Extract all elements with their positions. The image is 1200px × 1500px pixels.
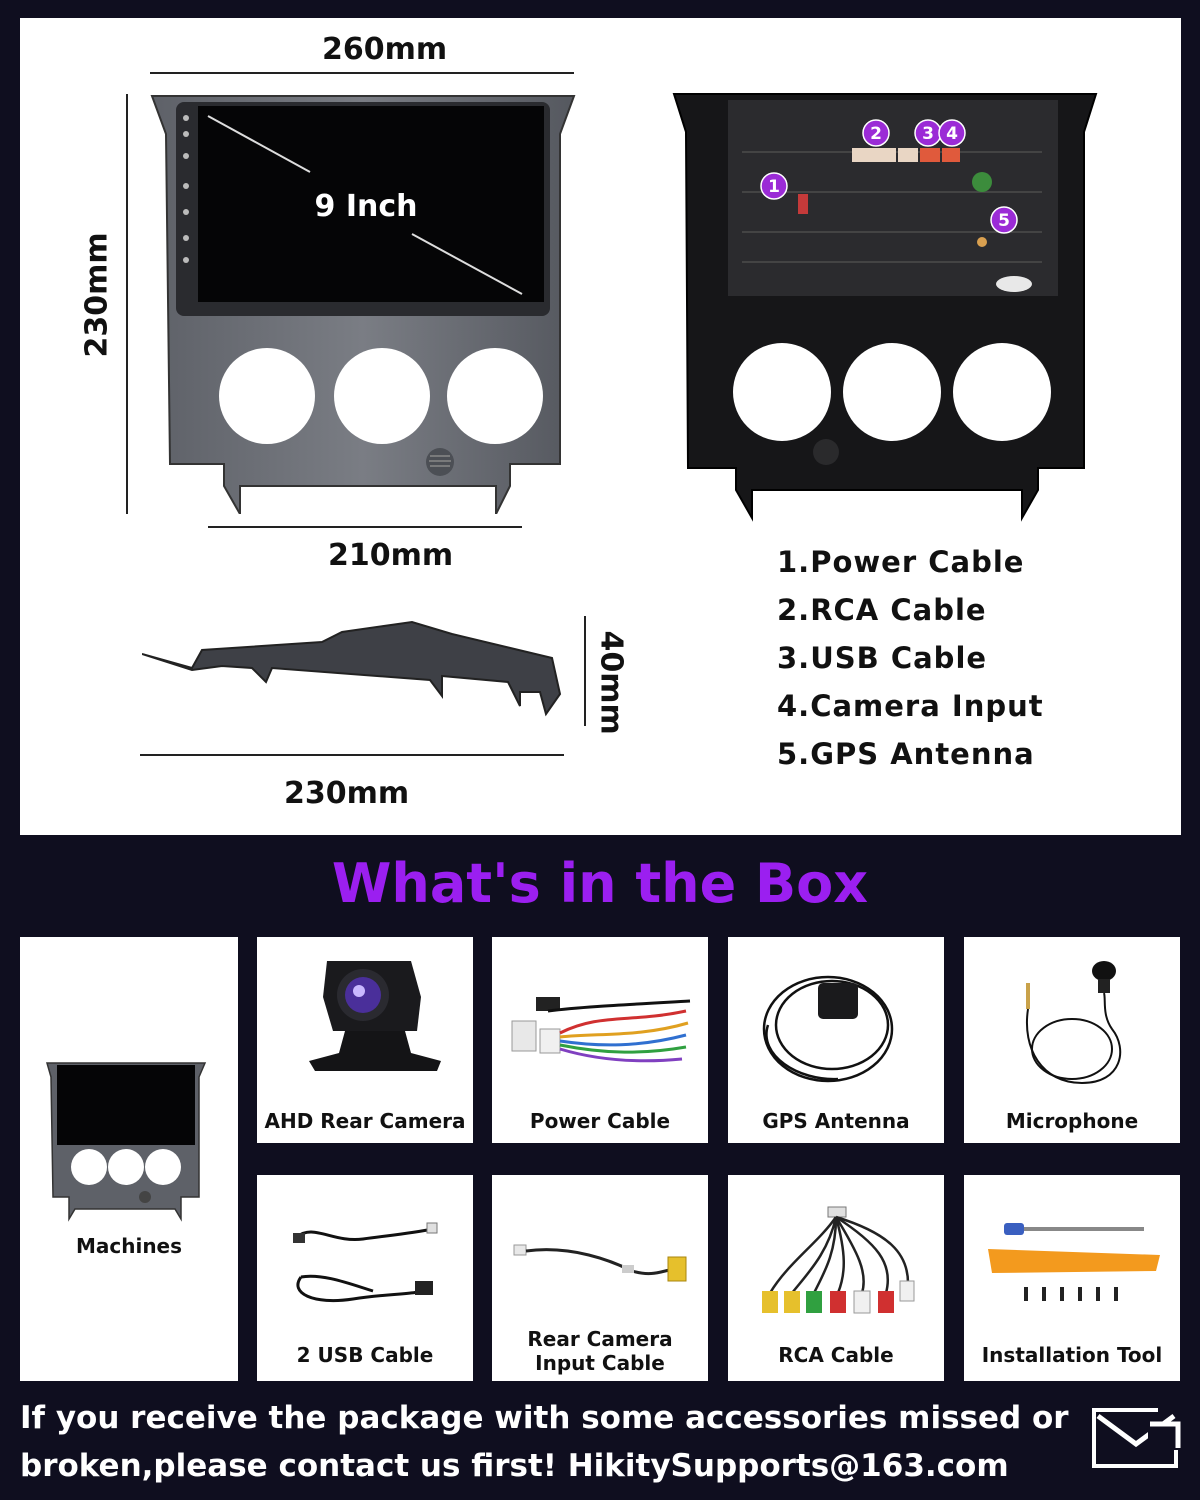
legend-item-power: 1.Power Cable <box>777 545 1025 579</box>
card-mic: Microphone <box>964 937 1180 1143</box>
dim-height: 230mm <box>79 232 115 358</box>
svg-text:3: 3 <box>922 124 934 144</box>
footer-line-2: broken,please contact us first! HikitySu… <box>20 1448 1009 1484</box>
dim-depth: 40mm <box>593 630 629 735</box>
card-usb: 2 USB Cable <box>257 1175 473 1381</box>
rear-camera-cable-image <box>513 1244 687 1282</box>
camera-image <box>309 961 441 1071</box>
dim-line-side <box>140 754 564 756</box>
card-camera: AHD Rear Camera <box>257 937 473 1143</box>
card-power: Power Cable <box>492 937 708 1143</box>
box-title: What's in the Box <box>331 852 869 915</box>
svg-text:5: 5 <box>998 211 1010 231</box>
card-label-usb: 2 USB Cable <box>296 1343 434 1367</box>
svg-text:1: 1 <box>768 177 780 197</box>
microphone-image <box>1026 961 1122 1085</box>
dim-side-width: 230mm <box>284 776 410 811</box>
installation-tool-image <box>988 1223 1160 1301</box>
card-rca: RCA Cable <box>728 1175 944 1381</box>
machine-image <box>46 1062 207 1222</box>
card-label-machines: Machines <box>75 1234 183 1258</box>
card-rear-cam-cable: Rear Camera Input Cable <box>492 1175 708 1381</box>
rca-cable-image <box>762 1206 915 1314</box>
front-unit-image: 9 Inch <box>150 95 576 514</box>
legend-item-rca: 2.RCA Cable <box>777 593 987 627</box>
back-unit-image <box>672 93 1098 522</box>
dim-line-top <box>150 72 574 74</box>
card-label-mic: Microphone <box>1005 1109 1139 1133</box>
marker-4 <box>938 119 966 147</box>
legend-item-camera: 4.Camera Input <box>777 689 1044 723</box>
card-label-camera: AHD Rear Camera <box>264 1109 466 1133</box>
footer-notice: If you receive the package with some acc… <box>20 1394 1100 1490</box>
dim-line-bottom <box>208 526 522 528</box>
marker-1 <box>760 172 788 200</box>
card-machines: Machines <box>20 937 238 1381</box>
usb-cable-image <box>293 1222 438 1303</box>
dim-top-width: 260mm <box>322 32 448 67</box>
gps-antenna-image <box>762 975 894 1083</box>
dim-line-depth <box>584 616 586 726</box>
footer-line-1: If you receive the package with some acc… <box>20 1400 1069 1436</box>
legend-item-gps: 5.GPS Antenna <box>777 737 1035 771</box>
dim-line-left <box>126 94 128 514</box>
card-label-rear-cam-2: Input Cable <box>535 1351 665 1375</box>
dimensions-panel: 260mm 230mm 9 Inch 210mm <box>20 18 1181 835</box>
card-label-gps: GPS Antenna <box>762 1109 910 1133</box>
card-gps: GPS Antenna <box>728 937 944 1143</box>
marker-5 <box>990 206 1018 234</box>
svg-text:2: 2 <box>870 124 882 144</box>
screen-size-label: 9 Inch <box>315 189 418 224</box>
power-cable-image <box>511 997 691 1063</box>
connector-legend: 1.Power Cable 2.RCA Cable 3.USB Cable 4.… <box>777 538 1044 778</box>
svg-text:4: 4 <box>946 124 958 144</box>
side-view-image <box>142 620 562 717</box>
dim-bottom-width: 210mm <box>328 538 454 573</box>
card-label-rear-cam-1: Rear Camera <box>527 1327 673 1351</box>
legend-item-usb: 3.USB Cable <box>777 641 988 675</box>
card-label-tool: Installation Tool <box>981 1343 1163 1367</box>
card-tool: Installation Tool <box>964 1175 1180 1381</box>
marker-2 <box>862 119 890 147</box>
card-label-power: Power Cable <box>529 1109 671 1133</box>
card-label-rca: RCA Cable <box>778 1343 894 1367</box>
connector-markers: 1 2 3 4 5 <box>760 119 1018 234</box>
mail-icon <box>1092 1408 1181 1468</box>
